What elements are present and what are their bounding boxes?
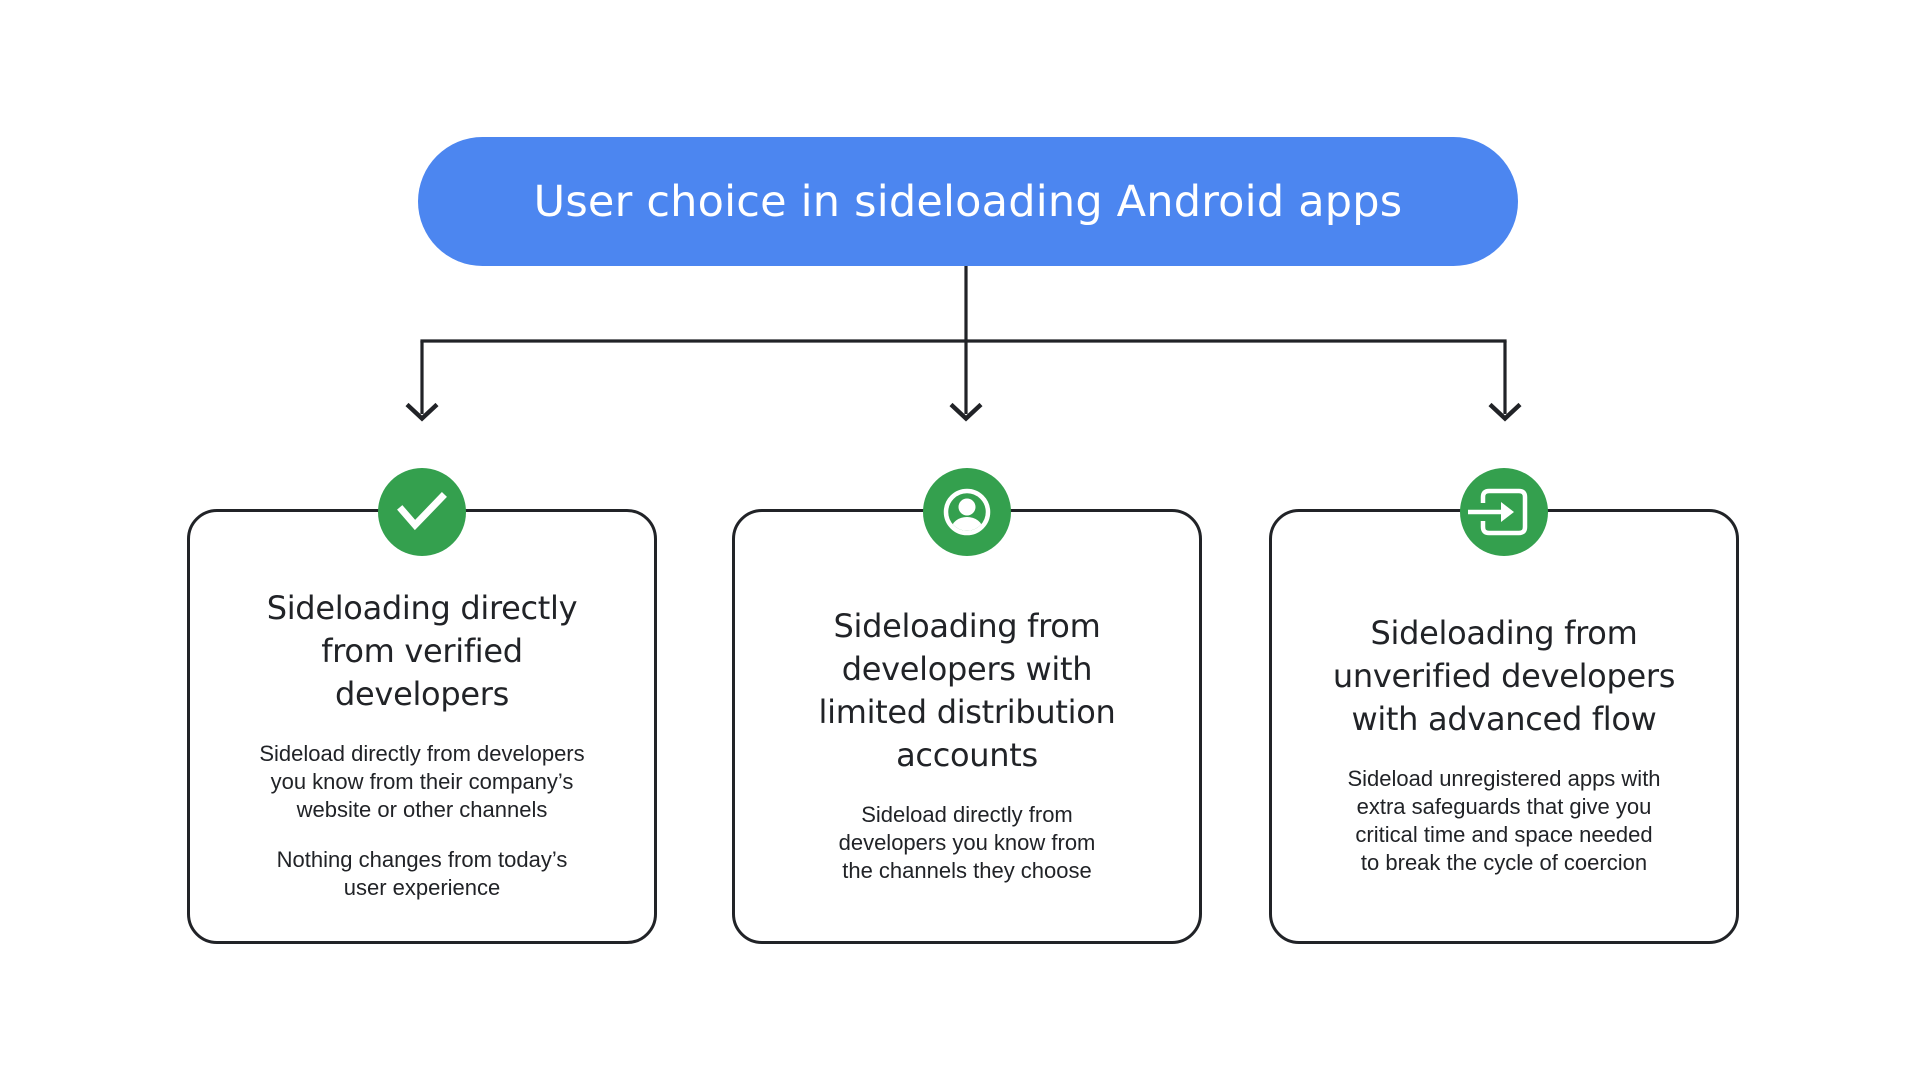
card-limited-distribution: Sideloading from developers with limited… (732, 468, 1202, 944)
card-icon-badge (923, 468, 1011, 556)
card-content: Sideloading directly from verified devel… (190, 512, 654, 941)
card-body-paragraph: Sideload directly from developers you kn… (259, 741, 585, 822)
card-icon-badge (378, 468, 466, 556)
diagram-title: User choice in sideloading Android apps (533, 176, 1403, 227)
input-arrow-icon (1468, 488, 1528, 536)
arrowhead-right-icon (1488, 402, 1522, 422)
account-circle-icon (943, 488, 991, 536)
card-icon-badge (1460, 468, 1548, 556)
card-content: Sideloading from unverified developers w… (1272, 512, 1736, 941)
title-pill: User choice in sideloading Android apps (418, 137, 1518, 266)
card-title: Sideloading from developers with limited… (818, 606, 1116, 774)
card-content: Sideloading from developers with limited… (735, 512, 1199, 941)
card-body-paragraph: Sideload unregistered apps with extra sa… (1347, 766, 1661, 875)
card-title: Sideloading from unverified developers w… (1332, 614, 1676, 738)
card-body-paragraph: Sideload directly from developers you kn… (838, 801, 1096, 883)
arrowhead-left-icon (405, 402, 439, 422)
card-title: Sideloading directly from verified devel… (266, 589, 578, 713)
card-verified-developers: Sideloading directly from verified devel… (187, 468, 657, 944)
card-unverified-developers: Sideloading from unverified developers w… (1269, 468, 1739, 944)
card-body-paragraph: Nothing changes from today’s user experi… (276, 847, 568, 900)
arrowhead-center-icon (949, 402, 983, 422)
check-icon (397, 492, 447, 531)
